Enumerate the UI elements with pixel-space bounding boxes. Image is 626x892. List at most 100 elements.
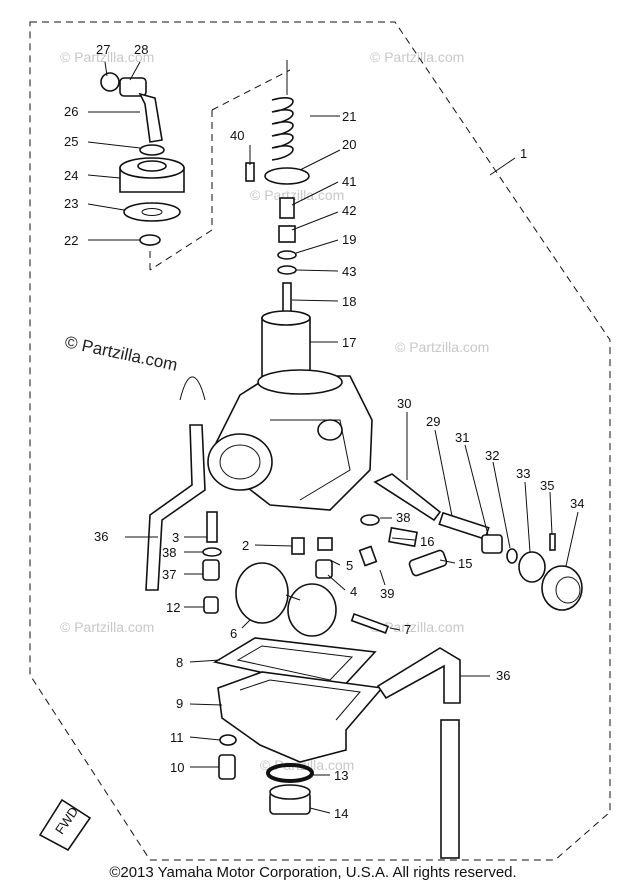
- choke-knob: [541, 565, 583, 611]
- callout-9: 9: [176, 696, 183, 711]
- callout-39: 39: [380, 586, 394, 601]
- washer: [219, 734, 237, 746]
- screw: [245, 162, 255, 182]
- callout-36b: 36: [496, 668, 510, 683]
- o-ring: [360, 514, 380, 526]
- throttle-spring: [271, 60, 294, 161]
- callout-33: 33: [516, 466, 530, 481]
- callout-40: 40: [230, 128, 244, 143]
- watermark: © Partzilla.com: [260, 757, 354, 773]
- float-pin: [350, 612, 389, 634]
- callout-19: 19: [342, 232, 356, 247]
- callout-34: 34: [570, 496, 584, 511]
- drain-plug: [269, 784, 311, 815]
- callout-35: 35: [540, 478, 554, 493]
- cap: [518, 551, 546, 583]
- callout-32: 32: [485, 448, 499, 463]
- callout-15: 15: [458, 556, 472, 571]
- gasket: [266, 763, 314, 783]
- small-spring: [279, 197, 295, 219]
- float-bowl: [217, 671, 384, 763]
- fuel-cap: [119, 157, 185, 193]
- pilot-jet: [206, 511, 218, 543]
- callout-13: 13: [334, 768, 348, 783]
- callout-25: 25: [64, 134, 78, 149]
- callout-30: 30: [397, 396, 411, 411]
- clip: [277, 250, 297, 260]
- callout-21: 21: [342, 109, 356, 124]
- carburetor-body: [179, 369, 373, 511]
- forward-arrow-icon: FWD: [38, 798, 92, 852]
- starter-plunger: [373, 473, 442, 522]
- callout-6: 6: [230, 626, 237, 641]
- gasket-inner: [236, 645, 354, 681]
- callout-27: 27: [96, 42, 110, 57]
- callout-1: 1: [520, 146, 527, 161]
- nut: [481, 534, 503, 554]
- callout-8: 8: [176, 655, 183, 670]
- callout-42: 42: [342, 203, 356, 218]
- leader-lines: [87, 61, 579, 814]
- ring: [506, 548, 518, 564]
- callout-14: 14: [334, 806, 348, 821]
- watermark: © Partzilla.com: [395, 339, 489, 355]
- needle-jet: [317, 537, 333, 551]
- gasket: [123, 202, 181, 222]
- callout-36: 36: [94, 529, 108, 544]
- copyright-notice: ©2013 Yamaha Motor Corporation, U.S.A. A…: [109, 864, 517, 881]
- valve-seat: [315, 559, 333, 579]
- spring-retainer: [264, 167, 310, 185]
- callout-2: 2: [242, 538, 249, 553]
- callout-16: 16: [420, 534, 434, 549]
- callout-38b: 38: [396, 510, 410, 525]
- throttle-valve: [261, 310, 311, 377]
- callout-38: 38: [162, 545, 176, 560]
- callout-labels: 1 2 3 4 5 6 7 8 9 10 11 12 13 14 15 16 1…: [64, 42, 584, 821]
- callout-11: 11: [170, 730, 184, 745]
- drain-tube-end: [440, 719, 460, 859]
- watermark: © Partzilla.com: [63, 332, 179, 374]
- screw: [202, 559, 220, 581]
- callout-37: 37: [162, 567, 176, 582]
- spring: [438, 511, 490, 541]
- callout-29: 29: [426, 414, 440, 429]
- callout-18: 18: [342, 294, 356, 309]
- callout-43: 43: [342, 264, 356, 279]
- callout-41: 41: [342, 174, 356, 189]
- callout-5: 5: [346, 558, 353, 573]
- watermark: © Partzilla.com: [60, 619, 154, 635]
- clip: [139, 234, 161, 246]
- callout-26: 26: [64, 104, 78, 119]
- callout-24: 24: [64, 168, 78, 183]
- float: [235, 562, 337, 637]
- needle-holder: [278, 225, 296, 243]
- callout-4: 4: [350, 584, 357, 599]
- callout-22: 22: [64, 233, 78, 248]
- washer: [139, 144, 165, 156]
- gasket-hole: [141, 208, 163, 216]
- screw: [218, 754, 236, 780]
- group-bracket: [149, 69, 291, 271]
- callout-20: 20: [342, 137, 356, 152]
- watermark: © Partzilla.com: [60, 49, 154, 65]
- pin: [549, 533, 556, 551]
- main-jet: [291, 537, 305, 555]
- banjo-fitting: [100, 72, 163, 143]
- washer: [277, 265, 297, 275]
- o-ring: [202, 547, 222, 557]
- callout-28: 28: [134, 42, 148, 57]
- spring: [388, 526, 418, 548]
- callout-7: 7: [404, 622, 411, 637]
- air-screw: [408, 549, 448, 577]
- callout-17: 17: [342, 335, 356, 350]
- callout-23: 23: [64, 196, 78, 211]
- watermark: © Partzilla.com: [250, 187, 344, 203]
- watermark: © Partzilla.com: [370, 619, 464, 635]
- plug: [203, 596, 219, 614]
- callout-12: 12: [166, 600, 180, 615]
- float-needle: [358, 545, 378, 567]
- callout-31: 31: [455, 430, 469, 445]
- callout-10: 10: [170, 760, 184, 775]
- callout-3: 3: [172, 530, 179, 545]
